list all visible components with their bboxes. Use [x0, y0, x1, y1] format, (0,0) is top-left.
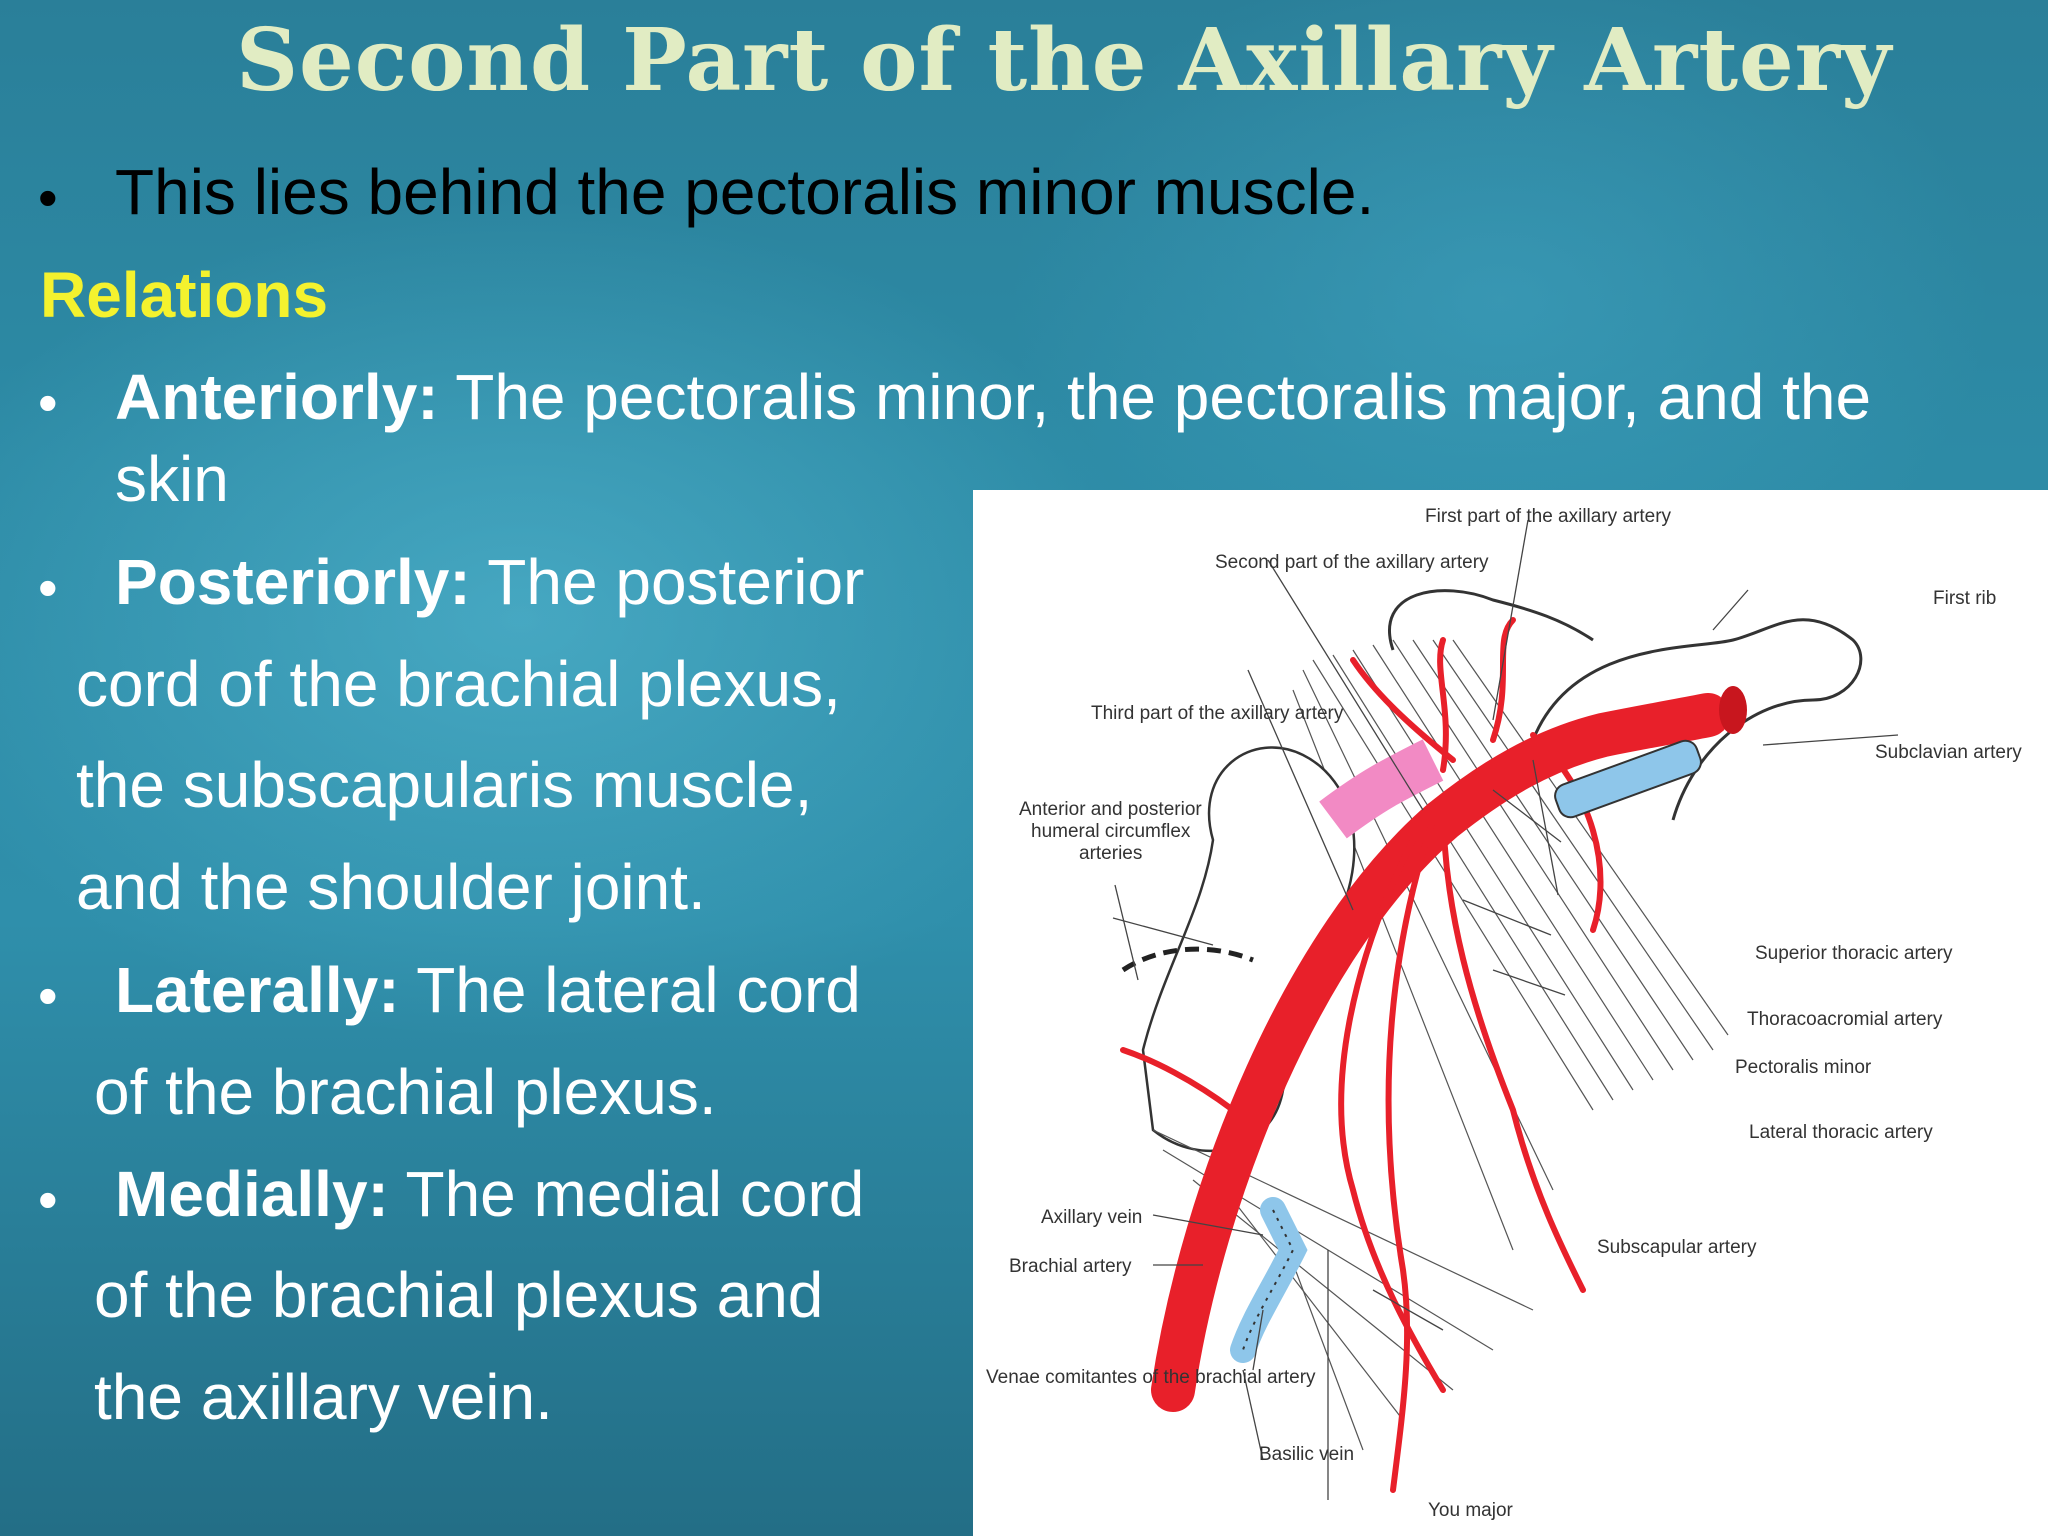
vein-outline	[1242, 1209, 1295, 1351]
label-brachial-artery: Brachial artery	[1009, 1256, 1132, 1277]
lateral-text: The lateral cord	[416, 954, 861, 1026]
anterior-text: The pectoralis minor, the pectoralis maj…	[455, 361, 1872, 433]
medial-line1: Medially: The medial cord	[115, 1157, 864, 1231]
leader-lines	[1112, 519, 1899, 1500]
diagram-svg: First part of the axillary artery Second…	[986, 506, 2022, 1521]
label-venae-comitantes: Venae comitantes of the brachial artery	[986, 1367, 1316, 1388]
intro-text: This lies behind the pectoralis minor mu…	[115, 156, 1375, 228]
label-subclavian: Subclavian artery	[1875, 742, 2022, 763]
label-first-part: First part of the axillary artery	[1425, 506, 1672, 527]
posterior-line2: cord of the brachial plexus,	[76, 648, 841, 720]
anterior-line1: Anteriorly: The pectoralis minor, the pe…	[115, 360, 1871, 434]
axillary-artery-diagram: First part of the axillary artery Second…	[973, 490, 2048, 1536]
posterior-term: Posteriorly:	[115, 546, 471, 618]
medial-line3: the axillary vein.	[94, 1361, 553, 1433]
label-lateral-thoracic: Lateral thoracic artery	[1749, 1122, 1933, 1143]
medial-text: The medial cord	[405, 1158, 865, 1230]
bullet: •	[38, 1168, 58, 1231]
anterior-term: Anteriorly:	[115, 361, 439, 433]
pectoralis-minor-fibers	[1292, 639, 1729, 1251]
lateral-line2: of the brachial plexus.	[94, 1056, 717, 1128]
first-rib	[1388, 589, 1863, 821]
label-second-part: Second part of the axillary artery	[1215, 552, 1489, 573]
bullet: •	[38, 964, 58, 1027]
label-axillary-vein: Axillary vein	[1041, 1207, 1142, 1228]
posterior-line1: Posteriorly: The posterior	[115, 545, 864, 619]
label-pectoralis-minor: Pectoralis minor	[1735, 1057, 1872, 1078]
lateral-term: Laterally:	[115, 954, 400, 1026]
posterior-text: The posterior	[487, 546, 865, 618]
posterior-line4: and the shoulder joint.	[76, 851, 706, 923]
label-superior-thoracic: Superior thoracic artery	[1755, 943, 1953, 964]
bullet: •	[38, 556, 58, 619]
anterior-line2: skin	[115, 443, 229, 515]
second-part-segment	[1319, 739, 1444, 839]
label-basilic-vein: Basilic vein	[1259, 1444, 1354, 1465]
posterior-line3: the subscapularis muscle,	[76, 749, 813, 821]
axillary-vein	[1230, 1197, 1308, 1363]
label-subscapular: Subscapular artery	[1597, 1237, 1757, 1258]
lateral-line1: Laterally: The lateral cord	[115, 953, 861, 1027]
bullet: •	[38, 166, 58, 229]
label-third-part: Third part of the axillary artery	[1091, 703, 1344, 724]
bullet: •	[38, 371, 58, 434]
label-circumflex-2: humeral circumflex	[1031, 821, 1191, 842]
label-first-rib: First rib	[1933, 588, 1996, 609]
label-teres-major: You major	[1428, 1500, 1514, 1521]
slide-title: Second Part of the Axillary Artery	[235, 10, 1893, 111]
subclavian-vein	[1554, 739, 1702, 819]
label-circumflex-1: Anterior and posterior	[1019, 799, 1202, 820]
medial-term: Medially:	[115, 1158, 389, 1230]
artery-branches	[1120, 617, 1604, 1493]
label-thoracoacromial: Thoracoacromial artery	[1747, 1009, 1943, 1030]
medial-line2: of the brachial plexus and	[94, 1259, 824, 1331]
label-circumflex-3: arteries	[1079, 843, 1142, 864]
subclavian-end	[1719, 686, 1747, 734]
relations-heading: Relations	[40, 259, 329, 331]
